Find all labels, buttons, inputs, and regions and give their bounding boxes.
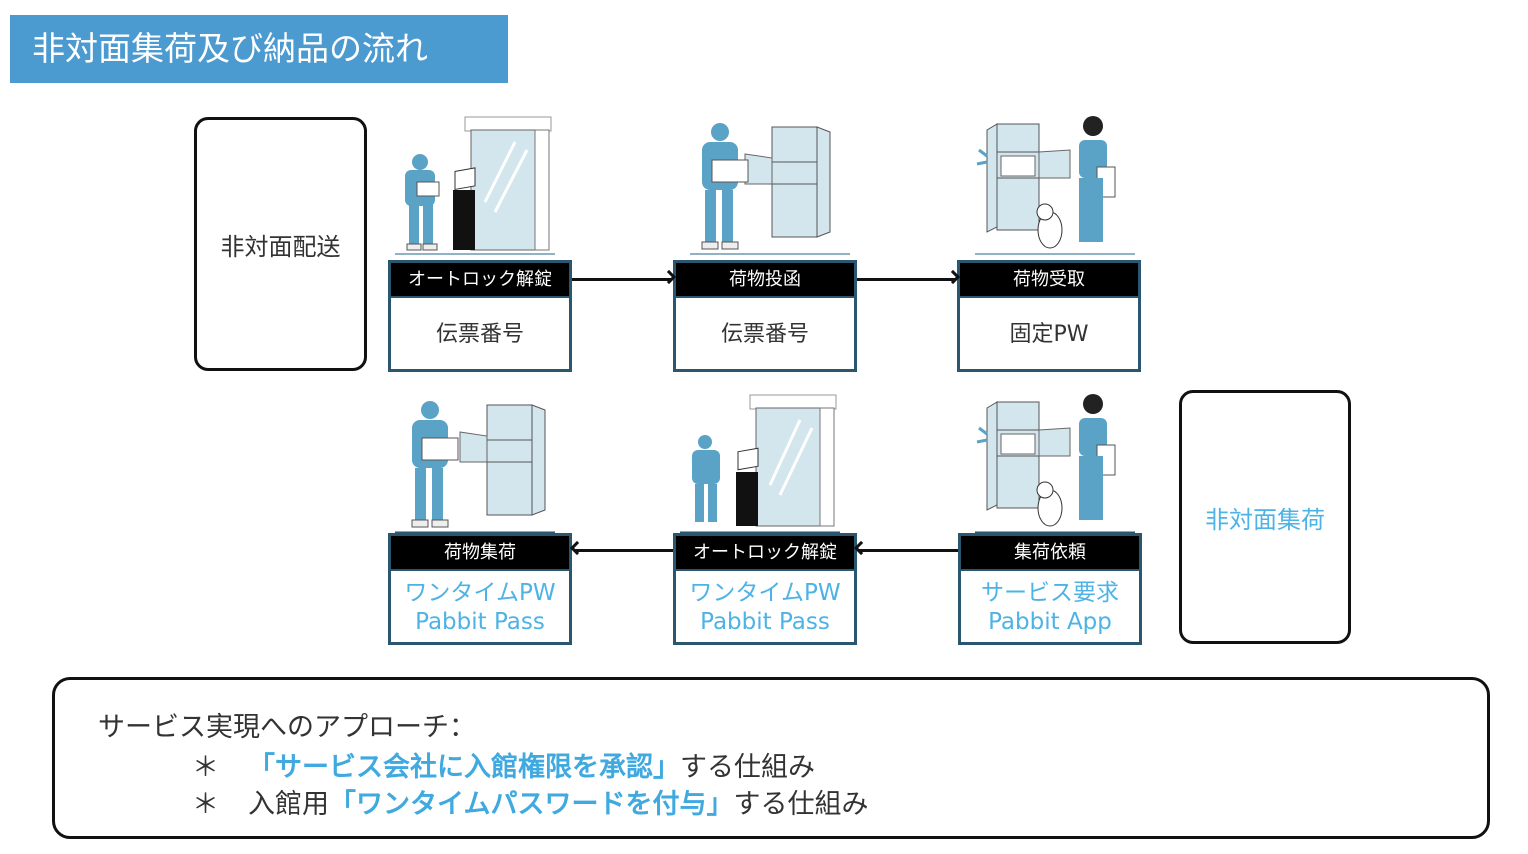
collection-label-box: 非対面集荷 bbox=[1179, 390, 1351, 644]
delivery-step-drop-off: 荷物投函 伝票番号 bbox=[673, 260, 857, 372]
approach-title: サービス実現へのアプローチ： bbox=[98, 712, 476, 743]
approach-item-suffix: する仕組み bbox=[680, 752, 815, 783]
resident-at-locker-icon bbox=[975, 394, 1135, 535]
approach-item-highlight: 「ワンタイムパスワードを付与」 bbox=[329, 789, 734, 820]
step-header: オートロック解錠 bbox=[391, 263, 569, 298]
flow-arrow-left bbox=[858, 549, 958, 552]
approach-panel bbox=[52, 677, 1490, 839]
step-header: オートロック解錠 bbox=[676, 536, 854, 571]
approach-item-suffix: する仕組み bbox=[733, 789, 869, 820]
step-body: 伝票番号 bbox=[720, 322, 809, 347]
flow-arrow-right bbox=[857, 278, 956, 281]
page-title: 非対面集荷及び納品の流れ bbox=[10, 15, 508, 83]
step-body-line: ワンタイムPW bbox=[404, 579, 556, 606]
delivery-label: 非対面配送 bbox=[220, 232, 341, 261]
step-header: 荷物受取 bbox=[960, 263, 1138, 298]
step-header: 集荷依頼 bbox=[961, 536, 1139, 571]
delivery-step-receive: 荷物受取 固定PW bbox=[957, 260, 1141, 372]
step-body: 伝票番号 bbox=[435, 322, 524, 347]
courier-at-locker-icon bbox=[395, 401, 555, 535]
collection-step-pickup: 荷物集荷 ワンタイムPW Pabbit Pass bbox=[388, 533, 572, 645]
step-body-line: Pabbit App bbox=[988, 608, 1112, 635]
bullet-icon: ＊ bbox=[192, 752, 219, 783]
step-header: 荷物集荷 bbox=[391, 536, 569, 571]
delivery-step-autolock: オートロック解錠 伝票番号 bbox=[388, 260, 572, 372]
courier-at-intercom-icon bbox=[395, 116, 555, 255]
delivery-label-box: 非対面配送 bbox=[194, 117, 367, 371]
step-body: 固定PW bbox=[1009, 322, 1089, 347]
step-body-line: Pabbit Pass bbox=[700, 608, 830, 635]
flow-arrow-left bbox=[574, 549, 673, 552]
approach-item-prefix: 入館用 bbox=[248, 789, 329, 820]
resident-at-locker-icon bbox=[975, 116, 1135, 255]
approach-item-highlight: 「サービス会社に入館権限を承認」 bbox=[248, 752, 680, 783]
step-body-line: Pabbit Pass bbox=[415, 608, 545, 635]
bullet-icon: ＊ bbox=[192, 789, 219, 820]
flow-arrow-right bbox=[572, 278, 672, 281]
collection-label: 非対面集荷 bbox=[1205, 505, 1325, 534]
approach-item: 「サービス会社に入館権限を承認」する仕組み bbox=[248, 745, 815, 784]
courier-at-locker-icon bbox=[690, 123, 850, 255]
courier-at-intercom-icon bbox=[680, 394, 840, 535]
step-header: 荷物投函 bbox=[676, 263, 854, 298]
step-body-line: サービス要求 bbox=[981, 579, 1119, 606]
collection-step-autolock: オートロック解錠 ワンタイムPW Pabbit Pass bbox=[673, 533, 857, 645]
approach-item: 入館用「ワンタイムパスワードを付与」する仕組み bbox=[248, 782, 868, 821]
collection-step-request: 集荷依頼 サービス要求 Pabbit App bbox=[958, 533, 1142, 645]
step-body-line: ワンタイムPW bbox=[689, 579, 841, 606]
